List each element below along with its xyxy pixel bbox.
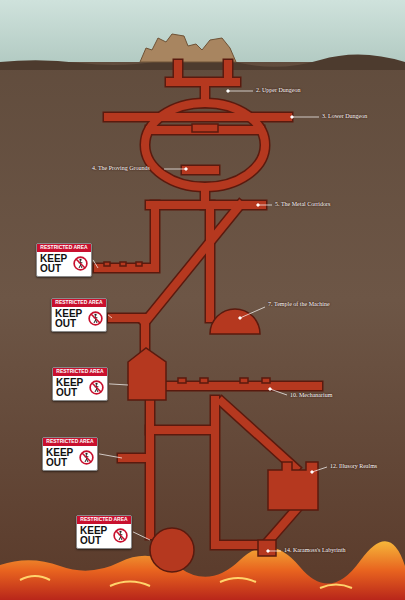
sign-body: KEEP OUT <box>77 524 131 548</box>
sign-heading: RESTRICTED AREA <box>52 299 106 307</box>
sign-body: KEEP OUT <box>37 252 91 276</box>
lava-glow <box>20 576 352 588</box>
callout-label: 12. Illusory Realms <box>330 463 377 470</box>
callout-label: 7. Temple of the Machine <box>268 301 330 308</box>
restricted-sign: RESTRICTED AREA KEEP OUT <box>52 367 108 401</box>
sign-body: KEEP OUT <box>53 376 107 400</box>
sign-heading: RESTRICTED AREA <box>37 244 91 252</box>
no-entry-icon <box>89 380 104 395</box>
restricted-sign: RESTRICTED AREA KEEP OUT <box>76 515 132 549</box>
rock-outcrop <box>140 34 236 62</box>
sign-warning: KEEP OUT <box>80 526 110 546</box>
sign-body: KEEP OUT <box>43 446 97 470</box>
sign-heading: RESTRICTED AREA <box>53 368 107 376</box>
restricted-sign: RESTRICTED AREA KEEP OUT <box>42 437 98 471</box>
sign-body: KEEP OUT <box>52 307 106 331</box>
sign-leader <box>93 260 98 268</box>
no-entry-icon <box>73 256 88 271</box>
callout-label: 14. Karamoss's Labyrinth <box>284 547 346 554</box>
no-entry-icon <box>113 528 128 543</box>
no-entry-icon <box>79 450 94 465</box>
sign-warning: KEEP OUT <box>46 448 76 468</box>
callout-label: 5. The Metal Corridors <box>275 201 330 208</box>
sign-heading: RESTRICTED AREA <box>43 438 97 446</box>
leader-lines <box>164 90 327 553</box>
sign-warning: KEEP OUT <box>55 309 85 329</box>
sign-leader <box>133 532 150 540</box>
sign-leader <box>108 315 112 318</box>
callout-label: 3. Lower Dungeon <box>322 113 367 120</box>
no-entry-icon <box>88 311 103 326</box>
sky <box>0 0 405 62</box>
callout-label: 4. The Proving Grounds <box>92 165 150 172</box>
sign-warning: KEEP OUT <box>40 254 70 274</box>
restricted-sign: RESTRICTED AREA KEEP OUT <box>51 298 107 332</box>
sign-warning: KEEP OUT <box>56 378 86 398</box>
sign-leader <box>109 384 128 385</box>
sign-heading: RESTRICTED AREA <box>77 516 131 524</box>
sign-leader <box>99 454 122 458</box>
callout-label: 10. Mechanarium <box>290 392 332 399</box>
chambers <box>104 124 318 572</box>
callout-label: 2. Upper Dungeon <box>256 87 301 94</box>
lava <box>0 541 405 600</box>
restricted-sign: RESTRICTED AREA KEEP OUT <box>36 243 92 277</box>
